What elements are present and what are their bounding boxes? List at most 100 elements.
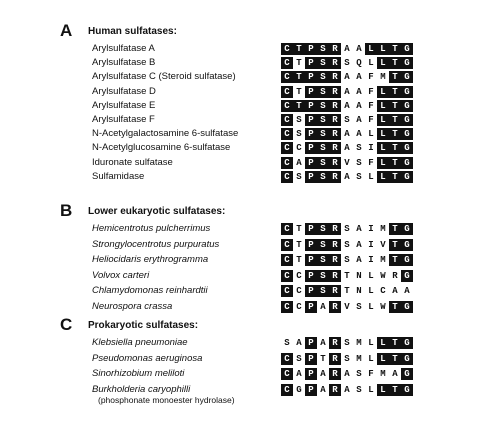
residue: A xyxy=(353,85,365,98)
residue: R xyxy=(329,156,341,169)
residue: G xyxy=(401,337,413,349)
residue: C xyxy=(293,285,305,298)
residue: S xyxy=(317,156,329,169)
residue: S xyxy=(341,223,353,235)
residue: N xyxy=(353,285,365,298)
residue: I xyxy=(365,254,377,267)
residue: S xyxy=(317,57,329,70)
residue: M xyxy=(377,71,389,84)
residue: A xyxy=(341,71,353,84)
residue: S xyxy=(341,57,353,70)
residue: A xyxy=(317,301,329,313)
residue: T xyxy=(293,223,305,235)
residue: R xyxy=(329,114,341,126)
residue: L xyxy=(377,352,389,365)
residue: G xyxy=(401,269,413,282)
residue: T xyxy=(389,156,401,169)
sulfatase-name: N-Acetylgalactosamine 6-sulfatase xyxy=(92,128,239,140)
residue: T xyxy=(293,85,305,98)
residue: C xyxy=(281,43,293,55)
sulfatase-name: Sulfamidase xyxy=(92,170,145,182)
residue: C xyxy=(281,368,293,381)
residue: T xyxy=(293,57,305,70)
sulfatase-name: Burkholderia caryophilli xyxy=(92,383,191,395)
residue: V xyxy=(377,238,389,251)
sulfatase-name: Arylsulfatase F xyxy=(92,114,155,125)
residue: G xyxy=(401,254,413,267)
residue: T xyxy=(293,43,305,55)
residue: C xyxy=(377,285,389,298)
sulfatase-name: Klebsiella pneumoniae xyxy=(92,337,188,348)
residue: G xyxy=(401,352,413,365)
residue: G xyxy=(401,301,413,313)
residue: A xyxy=(317,383,329,396)
residue: T xyxy=(389,238,401,251)
section-letter: B xyxy=(60,201,73,220)
residue: C xyxy=(281,156,293,169)
residue: W xyxy=(377,301,389,313)
residue: A xyxy=(341,85,353,98)
residue: L xyxy=(365,269,377,282)
section-letter: A xyxy=(60,21,73,40)
residue: S xyxy=(293,170,305,183)
residue: T xyxy=(389,71,401,84)
residue: C xyxy=(281,57,293,70)
residue: C xyxy=(281,142,293,155)
residue: S xyxy=(353,301,365,313)
residue: S xyxy=(317,269,329,282)
residue: L xyxy=(377,128,389,141)
residue: L xyxy=(365,383,377,396)
residue: S xyxy=(353,170,365,183)
residue: S xyxy=(317,99,329,112)
residue: R xyxy=(329,57,341,70)
residue: T xyxy=(317,352,329,365)
residue: C xyxy=(281,254,293,267)
residue: L xyxy=(365,285,377,298)
residue: C xyxy=(281,223,293,235)
sulfatase-name: Heliocidaris erythrogramma xyxy=(92,254,209,266)
residue: F xyxy=(365,368,377,381)
residue: C xyxy=(281,85,293,98)
residue: F xyxy=(365,99,377,112)
residue: S xyxy=(281,337,293,349)
residue: T xyxy=(389,43,401,55)
residue: R xyxy=(329,269,341,282)
residue: I xyxy=(365,238,377,251)
residue: L xyxy=(377,142,389,155)
residue: G xyxy=(293,383,305,396)
residue: C xyxy=(281,352,293,365)
residue: T xyxy=(389,383,401,396)
residue: G xyxy=(401,156,413,169)
residue: A xyxy=(317,368,329,381)
section-title: Human sulfatases: xyxy=(88,26,177,37)
residue: P xyxy=(305,156,317,169)
residue: G xyxy=(401,383,413,396)
residue: T xyxy=(389,128,401,141)
sulfatase-name: Pseudomonas aeruginosa xyxy=(92,352,203,364)
residue: A xyxy=(341,99,353,112)
residue: L xyxy=(377,337,389,349)
residue: C xyxy=(281,301,293,313)
residue: S xyxy=(317,238,329,251)
sulfatase-name: N-Acetylglucosamine 6-sulfatase xyxy=(92,142,231,154)
residue: G xyxy=(401,43,413,55)
residue: F xyxy=(365,156,377,169)
residue: L xyxy=(377,85,389,98)
residue: F xyxy=(365,71,377,84)
residue: R xyxy=(329,368,341,381)
section-letter: C xyxy=(60,315,73,334)
residue: G xyxy=(401,128,413,141)
residue: L xyxy=(377,156,389,169)
sulfatase-name: Strongylocentrotus purpuratus xyxy=(92,238,220,250)
residue: P xyxy=(305,114,317,126)
